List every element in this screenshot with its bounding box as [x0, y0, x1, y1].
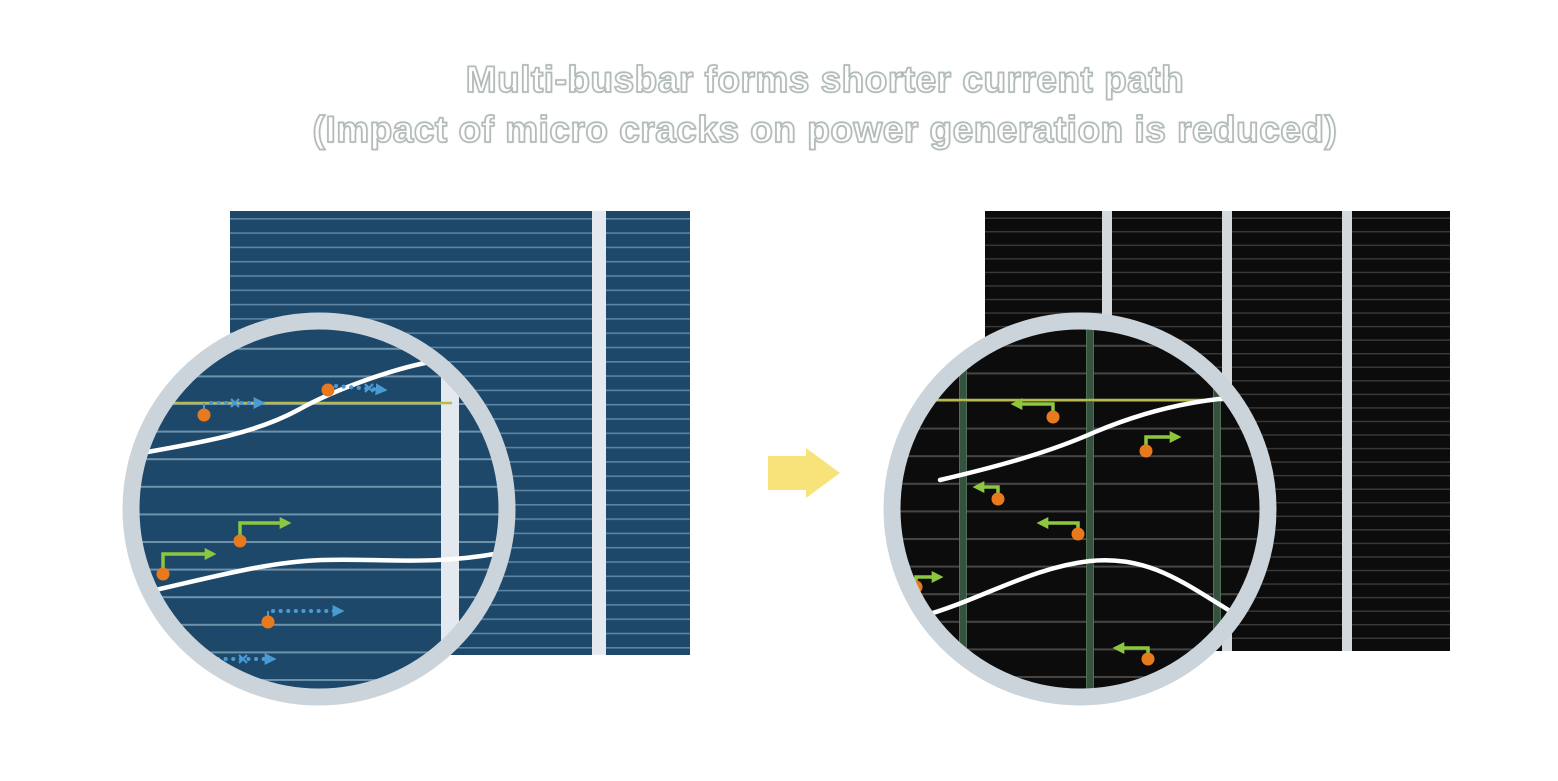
- electron-dot: [1141, 652, 1155, 666]
- blocked-current-arrow: [334, 383, 388, 396]
- electron-dot: [1071, 527, 1085, 541]
- current-arrow: [1144, 431, 1182, 446]
- transition-arrow-icon: [768, 448, 840, 498]
- magnified-busbar: [1213, 329, 1221, 689]
- current-arrow: [1010, 398, 1055, 412]
- conventional-cell-busbar: [592, 211, 606, 655]
- multi-busbar-cell-busbar: [1342, 211, 1352, 651]
- electron-dot: [991, 492, 1005, 506]
- current-arrow: [238, 517, 292, 537]
- right-micro-cracks: [920, 394, 1245, 619]
- left-micro-cracks: [139, 356, 499, 596]
- magnifier-ring: [122, 312, 516, 706]
- electron-dot: [156, 567, 170, 581]
- right-magnified-busbars: [959, 329, 1221, 689]
- current-arrow: [161, 548, 217, 570]
- electron-dot: [1139, 444, 1153, 458]
- electron-dot: [197, 408, 211, 422]
- figure-title: Multi-busbar forms shorter current path …: [95, 55, 1555, 155]
- micro-crack: [139, 356, 451, 458]
- electron-dot: [233, 534, 247, 548]
- title-line-1: Multi-busbar forms shorter current path: [465, 58, 1185, 101]
- title-line-2: (Impact of micro cracks on power generat…: [312, 108, 1338, 151]
- left-magnifier-view: [139, 329, 499, 689]
- electron-dot: [1046, 410, 1060, 424]
- right-magnifier-view: [900, 329, 1260, 689]
- left-magnified-busbar: [441, 329, 459, 689]
- blocked-x-icon: [364, 383, 374, 393]
- current-arrow: [972, 481, 1000, 494]
- current-arrow: [914, 571, 944, 583]
- electron-dot: [321, 383, 335, 397]
- magnified-busbar: [959, 329, 967, 689]
- left-current-paths: [161, 517, 292, 570]
- right-current-paths: [914, 398, 1182, 654]
- micro-crack: [937, 394, 1245, 483]
- micro-crack: [920, 557, 1238, 619]
- current-arrow: [1112, 642, 1150, 654]
- magnifier-ring: [883, 312, 1277, 706]
- blocked-current-paths: [203, 383, 388, 665]
- left-magnified-fingers: [139, 329, 499, 689]
- magnified-busbar: [1086, 329, 1094, 689]
- left-magnifier: [122, 312, 516, 706]
- blocked-x-icon: [238, 654, 248, 664]
- current-arrow: [1036, 517, 1080, 529]
- electron-dot: [261, 615, 275, 629]
- blocked-x-icon: [230, 398, 240, 408]
- micro-crack: [139, 550, 499, 596]
- right-magnifier: [883, 312, 1277, 706]
